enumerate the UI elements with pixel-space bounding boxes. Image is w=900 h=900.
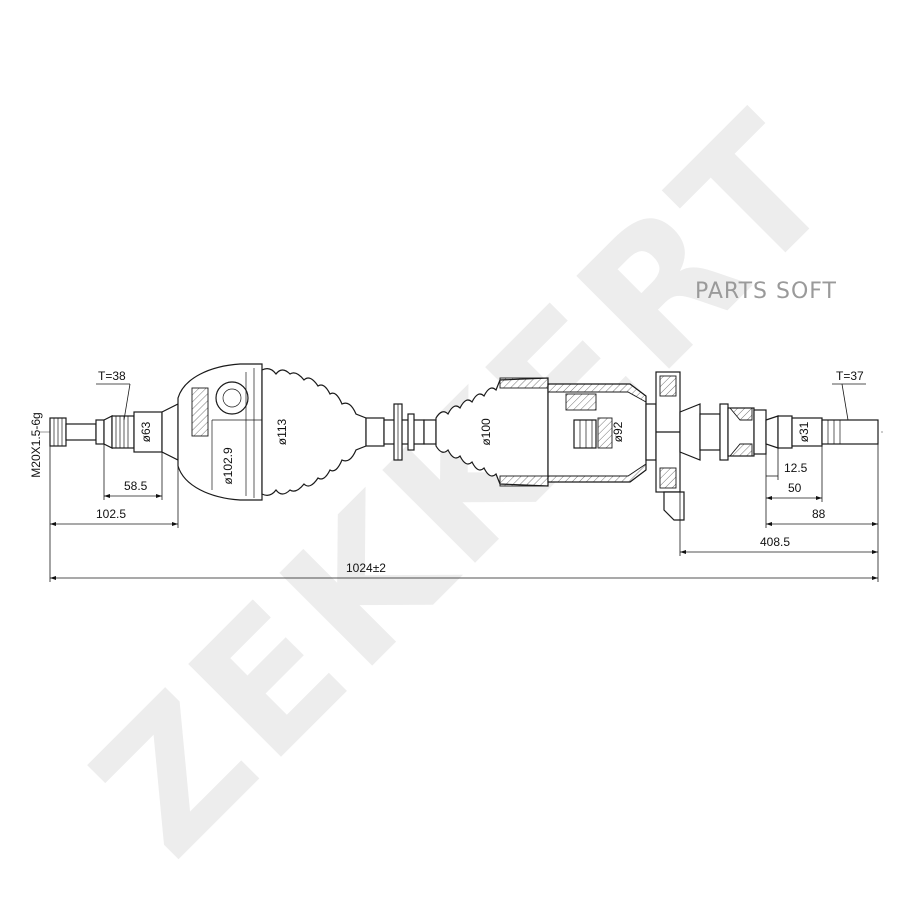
inner-boot <box>435 377 549 487</box>
left-threaded-stub <box>49 403 179 461</box>
right-splined-stub <box>777 415 879 449</box>
teeth-right-label: T=37 <box>836 369 864 383</box>
main-shaft <box>365 403 437 461</box>
dim-58-5-label: 58.5 <box>124 479 148 493</box>
diameter-92-label: ø92 <box>611 421 625 442</box>
right-intermediate-shaft <box>679 403 779 461</box>
outer-cv-joint <box>177 363 263 501</box>
support-bearing <box>655 371 685 521</box>
diameter-63-label: ø63 <box>139 421 153 442</box>
dim-12-5-label: 12.5 <box>784 461 808 475</box>
diameter-labels: M20X1.5-6g ø63 ø102.9 ø113 ø100 ø92 ø31 <box>29 412 811 484</box>
inner-joint-housing <box>547 383 657 483</box>
diameter-100-label: ø100 <box>479 418 493 446</box>
diameter-102-9-label: ø102.9 <box>221 447 235 485</box>
parts-soft-watermark: PARTS SOFT <box>695 279 837 304</box>
dim-102-5-label: 102.5 <box>96 507 126 521</box>
thread-label: M20X1.5-6g <box>29 412 43 477</box>
teeth-left-label: T=38 <box>98 369 126 383</box>
dim-50-label: 50 <box>788 481 802 495</box>
diameter-31-label: ø31 <box>797 421 811 442</box>
dim-total-label: 1024±2 <box>346 561 386 575</box>
teeth-callouts: T=38 T=37 <box>96 369 866 421</box>
dim-88-label: 88 <box>812 507 826 521</box>
length-dimensions: 58.5 102.5 12.5 50 88 408.5 1024±2 <box>49 444 879 582</box>
dim-408-5-label: 408.5 <box>760 535 790 549</box>
diameter-113-label: ø113 <box>275 418 289 445</box>
